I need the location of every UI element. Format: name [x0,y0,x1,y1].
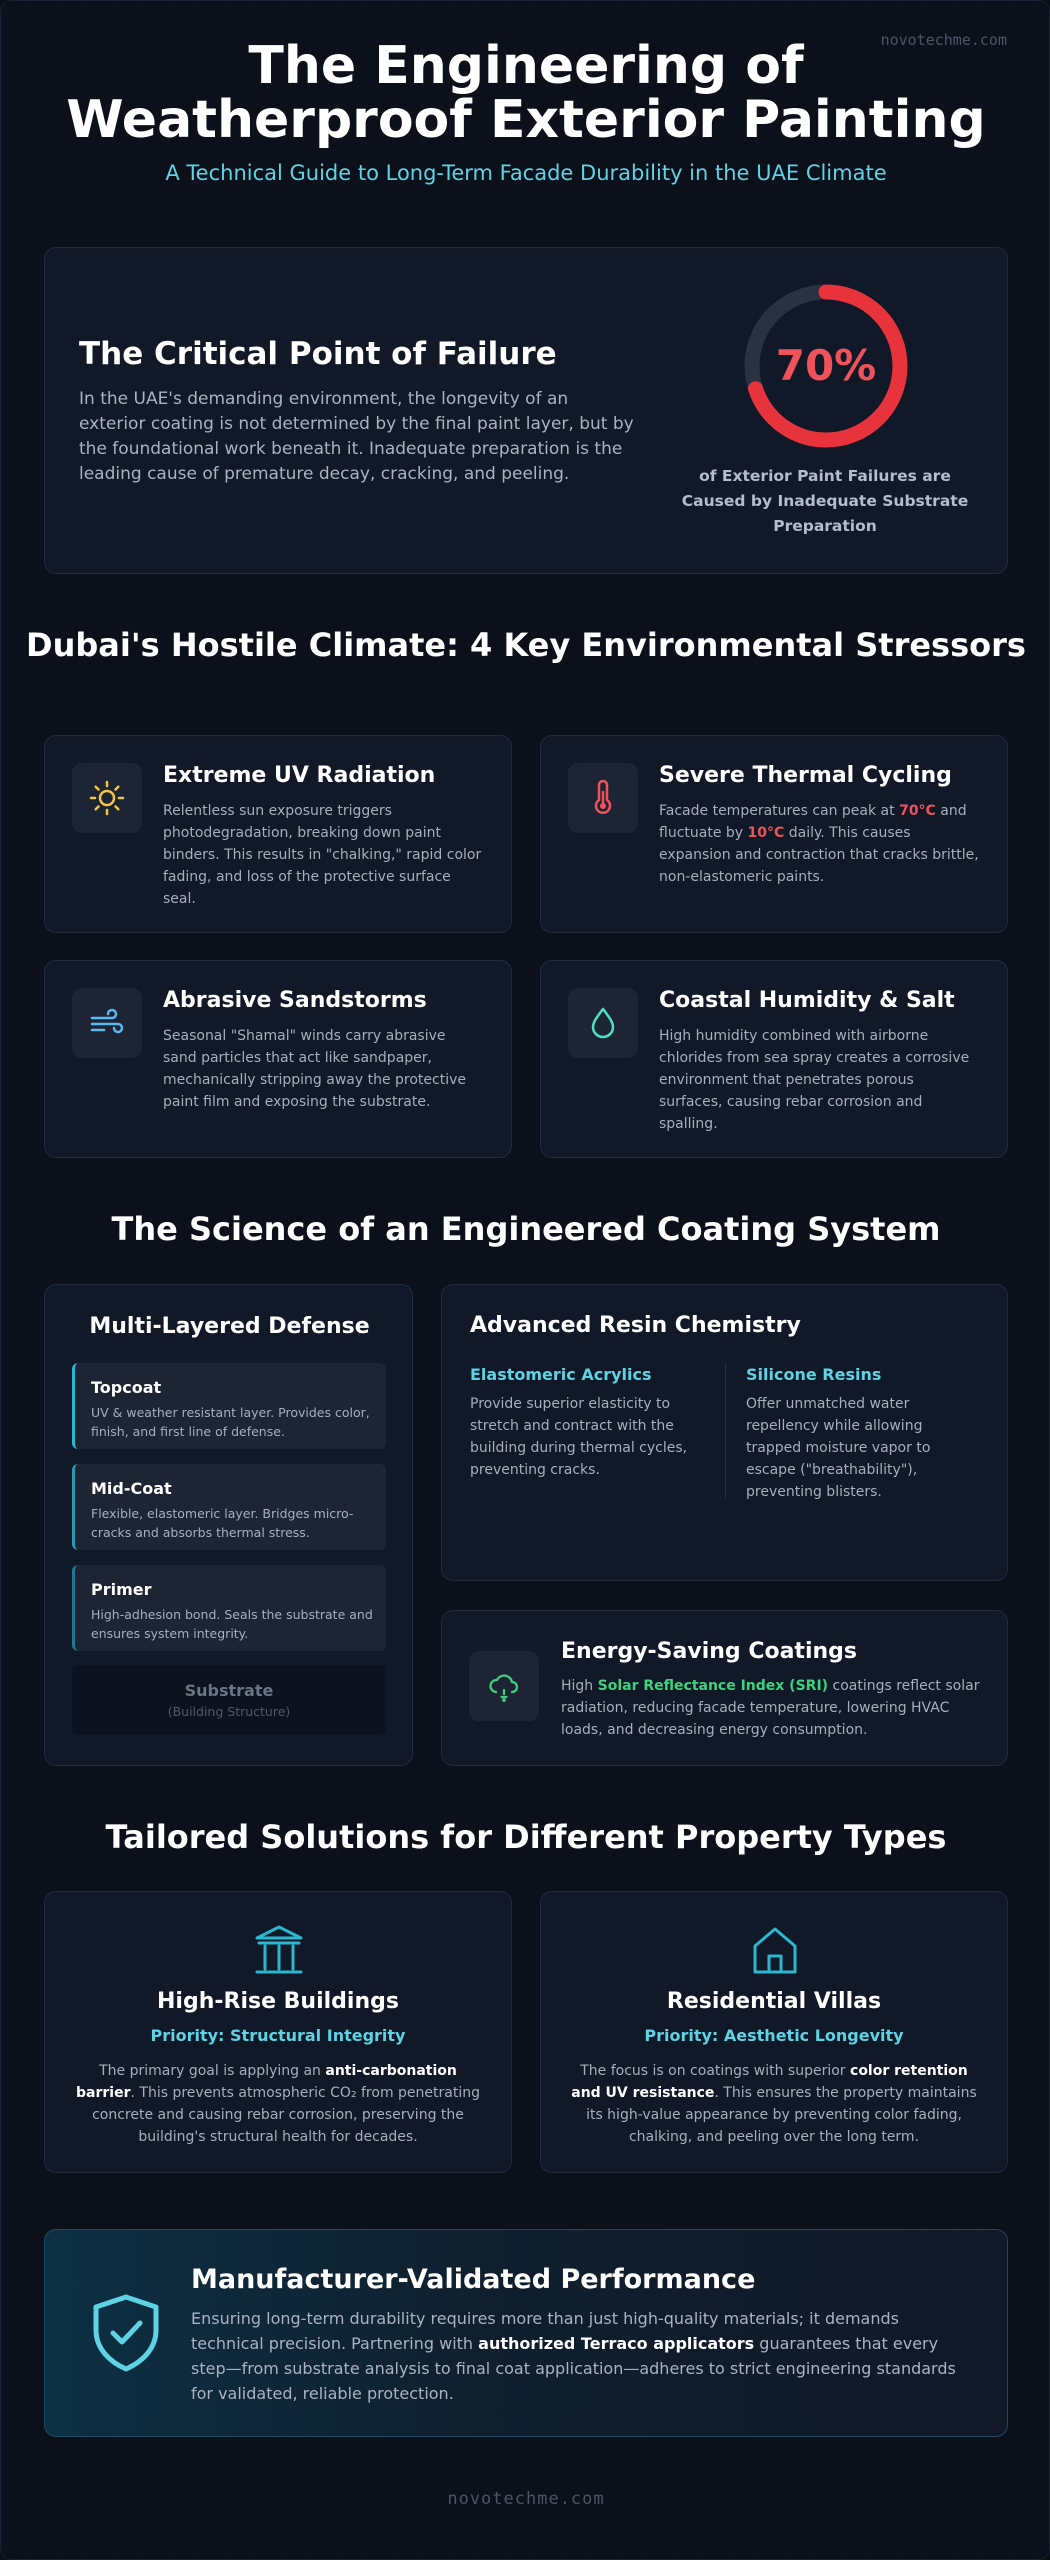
thermal-body-b: and fluctuate by [659,803,967,841]
layer-topcoat-name: Topcoat [91,1378,162,1397]
layer-primer-desc: High-adhesion bond. Seals the substrate … [91,1607,373,1641]
energy-body: High Solar Reflectance Index (SRI) coati… [561,1675,991,1741]
layer-substrate: Substrate (Building Structure) [72,1665,386,1735]
sand-icon-box [72,988,142,1058]
villas-priority: Priority: Aesthetic Longevity [644,2026,904,2045]
thermal-body-a: Facade temperatures can peak at [659,803,900,819]
stressor-card-sand: Abrasive Sandstorms Seasonal "Shamal" wi… [44,960,512,1158]
validated-title: Manufacturer-Validated Performance [191,2264,756,2295]
humidity-title: Coastal Humidity & Salt [659,988,955,1013]
energy-body-a: High [561,1678,598,1694]
validated-body-a: Ensuring long-term durability requires m… [191,2309,899,2353]
highrise-bold: anti-carbonation barrier [76,2063,457,2101]
villas-body-a: The focus is on coatings with superior [580,2063,851,2079]
thermal-body: Facade temperatures can peak at 70°C and… [659,800,979,888]
shield-check-icon [93,2294,159,2372]
highrise-body-a: The primary goal is applying an [99,2063,326,2079]
science-section-title: The Science of an Engineered Coating Sys… [111,1210,941,1248]
highrise-body: The primary goal is applying an anti-car… [73,2060,483,2148]
failure-body: In the UAE's demanding environment, the … [79,389,634,484]
sun-icon [89,780,125,816]
page-subtitle: A Technical Guide to Long-Term Facade Du… [165,161,887,185]
stressor-card-uv: Extreme UV Radiation Relentless sun expo… [44,735,512,933]
page-title-line-1: The Engineering of [248,36,804,96]
validated-body: Ensuring long-term durability requires m… [191,2306,971,2406]
failure-card: The Critical Point of Failure In the UAE… [44,247,1008,574]
stressor-card-humidity: Coastal Humidity & Salt High humidity co… [540,960,1008,1158]
villas-body-b: . This ensures the property maintains it… [586,2085,977,2145]
layer-midcoat-name: Mid-Coat [91,1479,172,1498]
layer-topcoat-desc: UV & weather resistant layer. Provides c… [91,1405,370,1439]
validated-body-b: guarantees that every step—from substrat… [191,2334,956,2403]
villas-title: Residential Villas [666,1989,882,2014]
droplet-icon [591,1007,615,1039]
resin-card: Advanced Resin Chemistry Elastomeric Acr… [441,1284,1008,1581]
villas-bold: color retention and UV resistance [571,2063,968,2101]
donut-svg [744,284,908,448]
silicone-title: Silicone Resins [746,1365,882,1384]
thermal-fluct: 10°C [747,825,785,841]
brand-watermark-bottom: novotechme.com [447,2489,605,2509]
failure-donut-chart: 70% [738,278,914,454]
climate-section-title: Dubai's Hostile Climate: 4 Key Environme… [26,626,1026,664]
thermometer-icon [594,780,612,814]
layer-midcoat: Mid-Coat Flexible, elastomeric layer. Br… [72,1464,386,1550]
failure-caption: of Exterior Paint Failures are Caused by… [681,467,969,535]
energy-icon-box [469,1651,539,1721]
energy-title: Energy-Saving Coatings [561,1639,857,1664]
validated-card: Manufacturer-Validated Performance Ensur… [44,2229,1008,2437]
page-title-line-2: Weatherproof Exterior Painting [66,90,986,150]
layer-topcoat: Topcoat UV & weather resistant layer. Pr… [72,1363,386,1449]
donut-value-arc [744,284,908,448]
layers-title: Multi-Layered Defense [89,1314,370,1339]
resin-title: Advanced Resin Chemistry [470,1313,801,1338]
layer-primer: Primer High-adhesion bond. Seals the sub… [72,1565,386,1651]
failure-title: The Critical Point of Failure [79,336,557,372]
stressor-card-thermal: Severe Thermal Cycling Facade temperatur… [540,735,1008,933]
acrylic-title: Elastomeric Acrylics [470,1365,652,1384]
energy-highlight: Solar Reflectance Index (SRI) [597,1678,829,1694]
energy-body-b: coatings reflect solar radiation, reduci… [561,1678,980,1738]
uv-icon-box [72,763,142,833]
hero-header: The Engineering of Weatherproof Exterior… [1,39,1050,185]
failure-percent: 70% [775,341,877,390]
thermal-icon-box [568,763,638,833]
highrise-body-b: . This prevents atmospheric CO₂ from pen… [92,2085,480,2145]
solutions-section-title: Tailored Solutions for Different Propert… [105,1818,947,1856]
acrylic-body: Provide superior elasticity to stretch a… [470,1396,688,1478]
highrise-priority: Priority: Structural Integrity [150,2026,406,2045]
uv-title: Extreme UV Radiation [163,763,436,788]
humidity-body: High humidity combined with airborne chl… [659,1028,970,1132]
highrise-card: High-Rise Buildings Priority: Structural… [44,1891,512,2173]
house-icon [753,1927,797,1974]
humidity-icon-box [568,988,638,1058]
cloud-sun-icon [489,1674,519,1702]
page-title: The Engineering of Weatherproof Exterior… [1,39,1050,147]
silicone-body: Offer unmatched water repellency while a… [746,1396,931,1500]
thermal-peak: 70°C [899,803,936,819]
substrate-sub: (Building Structure) [167,1704,291,1719]
substrate-name: Substrate [184,1681,274,1700]
sand-body: Seasonal "Shamal" winds carry abrasive s… [163,1028,467,1110]
highrise-title: High-Rise Buildings [157,1989,399,2014]
villas-card: Residential Villas Priority: Aesthetic L… [540,1891,1008,2173]
brand-watermark-top: novotechme.com [880,31,1007,49]
wind-icon [90,1008,124,1034]
layer-midcoat-desc: Flexible, elastomeric layer. Bridges mic… [91,1506,354,1540]
resin-divider [725,1363,726,1498]
thermal-body-c: daily. This causes expansion and contrac… [659,825,979,885]
energy-card: Energy-Saving Coatings High Solar Reflec… [441,1610,1008,1766]
building-columns-icon [255,1925,303,1974]
validated-bold: authorized Terraco applicators [478,2334,755,2353]
villas-body: The focus is on coatings with superior c… [569,2060,979,2148]
layer-primer-name: Primer [91,1580,152,1599]
uv-body: Relentless sun exposure triggers photode… [163,803,482,907]
sand-title: Abrasive Sandstorms [163,988,427,1013]
thermal-title: Severe Thermal Cycling [659,763,952,788]
layers-card: Multi-Layered Defense Topcoat UV & weath… [44,1284,413,1766]
